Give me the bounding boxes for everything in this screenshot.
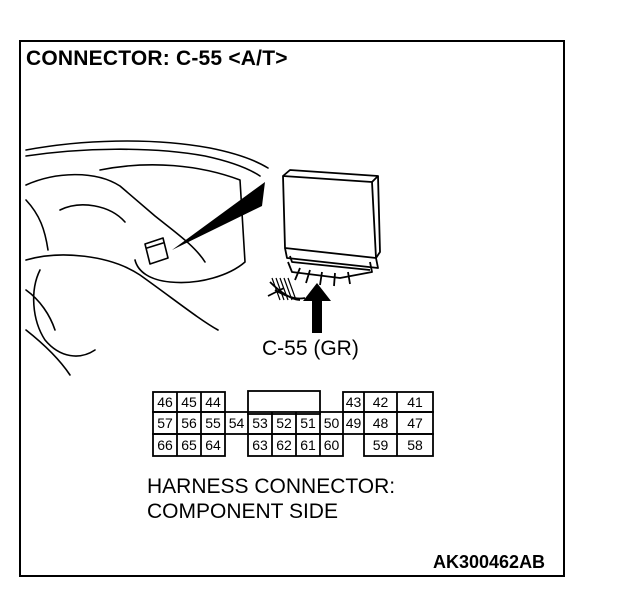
connector-arrow <box>303 283 331 333</box>
pin-44: 44 <box>205 394 221 410</box>
connector-label: C-55 (GR) <box>262 337 359 360</box>
pin-50: 50 <box>323 415 340 431</box>
dashboard-top-edge <box>25 140 269 169</box>
control-unit-body <box>282 175 377 259</box>
pin-58: 58 <box>407 437 423 453</box>
pin-66: 66 <box>157 437 173 453</box>
dashboard-upper-curve <box>25 148 261 177</box>
glovebox-outline <box>99 164 246 284</box>
pin-55: 55 <box>205 415 221 431</box>
dashboard-lower-line <box>25 254 219 331</box>
harness-caption-line1: HARNESS CONNECTOR: <box>147 475 396 498</box>
pin-43: 43 <box>345 394 362 410</box>
pin-60: 60 <box>323 437 340 453</box>
pin-49: 49 <box>345 415 362 431</box>
ecu-location-marker <box>144 237 169 265</box>
pin-61: 61 <box>300 437 316 453</box>
figure-code: AK300462AB <box>433 552 546 572</box>
connector-title: CONNECTOR: C-55 <A/T> <box>26 47 288 70</box>
pin-63: 63 <box>252 437 268 453</box>
pin-53: 53 <box>252 415 268 431</box>
pin-48: 48 <box>372 415 389 431</box>
harness-caption-line2: COMPONENT SIDE <box>147 500 338 523</box>
pin-45: 45 <box>181 394 197 410</box>
pin-46: 46 <box>157 394 173 410</box>
callout-wedge <box>172 182 265 250</box>
pin-52: 52 <box>276 415 292 431</box>
pin-56: 56 <box>181 415 197 431</box>
pin-62: 62 <box>276 437 292 453</box>
steering-column <box>25 329 71 376</box>
dashboard-left-edge <box>25 199 49 251</box>
steering-wheel-outline <box>32 269 96 357</box>
pin-57: 57 <box>157 415 173 431</box>
dashboard-inner-curve <box>59 204 126 223</box>
dashboard-panel-outline <box>25 173 206 263</box>
knee-panel <box>25 289 56 331</box>
connector-plug <box>287 261 373 279</box>
pin-59: 59 <box>372 437 389 453</box>
pin-65: 65 <box>181 437 197 453</box>
pin-47: 47 <box>407 415 423 431</box>
pin-64: 64 <box>205 437 221 453</box>
pin-51: 51 <box>300 415 316 431</box>
diagram-frame <box>19 40 565 577</box>
pin-54: 54 <box>228 415 245 431</box>
pin-41: 41 <box>407 394 423 410</box>
pin-42: 42 <box>372 394 389 410</box>
